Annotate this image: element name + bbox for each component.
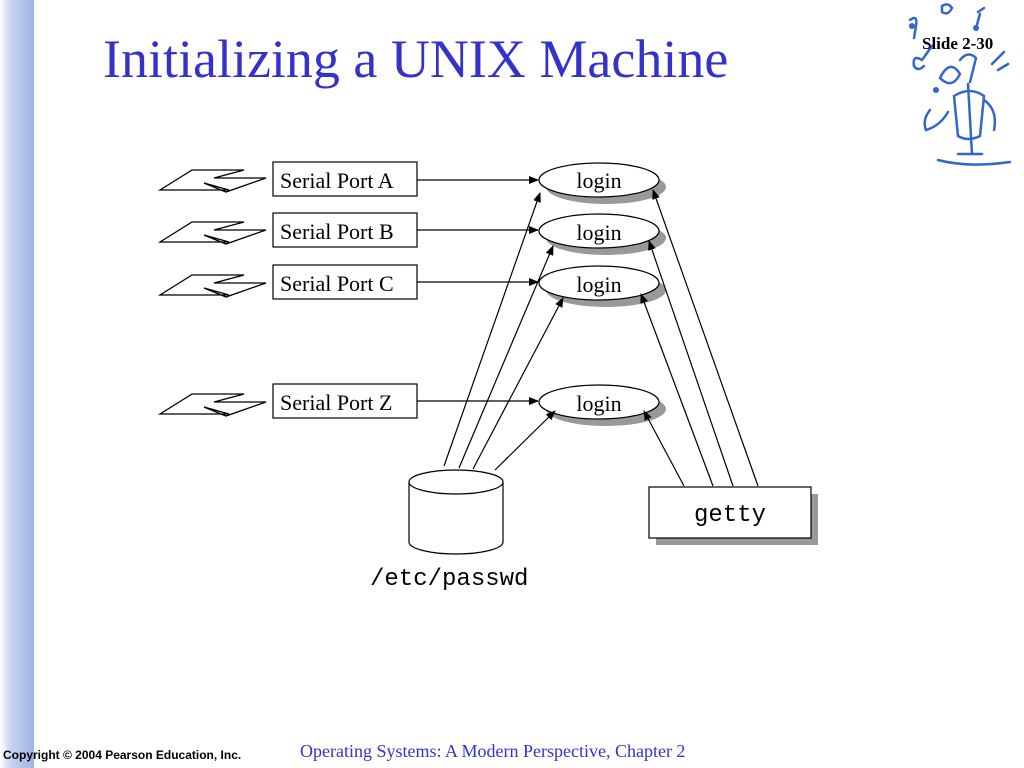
lightning-bolt-icon <box>157 169 267 193</box>
getty-process: getty <box>648 486 818 545</box>
page-title: Initializing a UNIX Machine <box>103 29 729 89</box>
login-process-a: login <box>538 162 666 204</box>
lightning-bolt-icon <box>157 393 267 417</box>
login-label: login <box>576 220 621 245</box>
serial-port-b: Serial Port B <box>272 212 418 248</box>
serial-port-c: Serial Port C <box>272 264 418 300</box>
login-process-z: login <box>538 384 666 426</box>
getty-label: getty <box>694 502 766 529</box>
serial-port-label: Serial Port Z <box>280 390 392 415</box>
login-label: login <box>576 168 621 193</box>
serial-port-label: Serial Port C <box>280 271 394 296</box>
serial-port-z: Serial Port Z <box>272 383 418 419</box>
lightning-bolt-icon <box>157 221 267 245</box>
lightning-bolt-icon <box>157 274 267 298</box>
footer-caption: Operating Systems: A Modern Perspective,… <box>300 741 686 761</box>
music-conductor-logo-icon <box>908 3 1012 166</box>
passwd-label: /etc/passwd <box>370 566 528 593</box>
serial-port-label: Serial Port B <box>280 219 394 244</box>
login-process-c: login <box>538 265 666 307</box>
login-label: login <box>576 272 621 297</box>
serial-port-a: Serial Port A <box>272 161 418 197</box>
slide-sidebar <box>0 0 34 768</box>
passwd-file-cylinder <box>408 469 504 555</box>
login-label: login <box>576 391 621 416</box>
login-process-b: login <box>538 213 666 255</box>
serial-port-label: Serial Port A <box>280 168 394 193</box>
copyright-notice: Copyright © 2004 Pearson Education, Inc. <box>3 748 242 762</box>
slide-number: Slide 2-30 <box>922 34 994 53</box>
